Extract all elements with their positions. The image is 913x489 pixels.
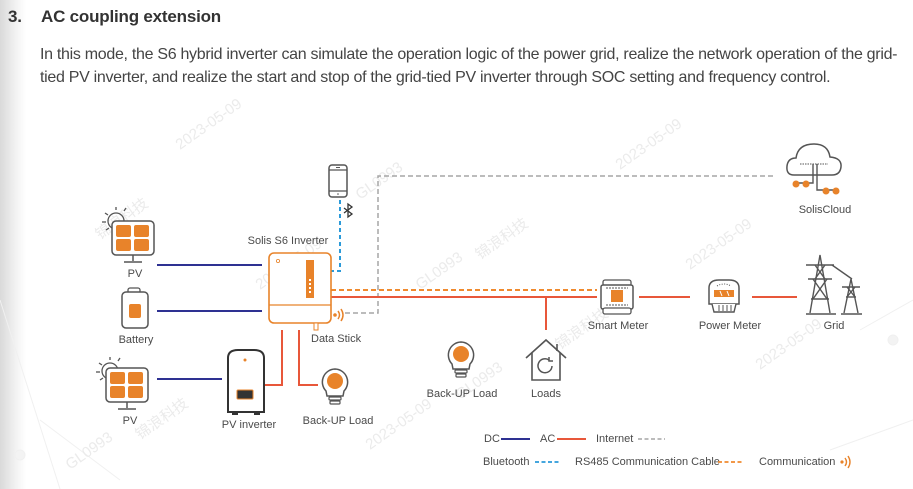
solar-panel-icon: [102, 207, 155, 263]
legend-communication-label: Communication: [759, 456, 835, 468]
section-number: 3.: [8, 7, 22, 26]
watermark-text: 2023-05-09: [363, 395, 436, 453]
bluetooth-icon: [343, 202, 354, 219]
legend: DC AC Internet Bluetooth RS485 Communica…: [483, 433, 851, 469]
smart-meter-icon: [600, 279, 634, 315]
legend-communication-icon: [840, 455, 851, 469]
loads-label: Loads: [531, 388, 561, 400]
watermark-text: 2023-05-09: [683, 215, 756, 273]
power-meter-label: Power Meter: [699, 320, 762, 332]
watermark-text: 锦浪科技: [473, 215, 532, 263]
house-loads-icon: [525, 338, 567, 381]
internet-line: [345, 175, 776, 314]
watermark-text: GL0993: [353, 159, 406, 204]
light-bulb-icon: [447, 341, 475, 378]
smart-meter-label: Smart Meter: [588, 320, 649, 332]
pv-inverter-label: PV inverter: [222, 419, 277, 431]
background-network-pattern: [0, 299, 913, 489]
data-stick-label: Data Stick: [311, 333, 362, 345]
backup-load-left-label: Back-UP Load: [303, 415, 374, 427]
battery-label: Battery: [119, 334, 154, 346]
cloud-icon: [786, 143, 842, 195]
legend-rs485-label: RS485 Communication Cable: [575, 456, 720, 468]
watermark-text: 2023-05-09: [613, 115, 686, 173]
ac-line-pv-inverter: [262, 330, 283, 386]
light-bulb-icon: [321, 368, 349, 405]
hybrid-inverter-icon: [268, 252, 332, 331]
legend-dc-label: DC: [484, 433, 500, 445]
power-grid-tower-icon: [806, 254, 862, 315]
dc-lines: [157, 264, 262, 380]
hybrid-inverter-label: Solis S6 Inverter: [248, 235, 329, 247]
power-meter-icon: [708, 279, 740, 313]
legend-internet-label: Internet: [596, 433, 633, 445]
section-heading: 3. AC coupling extension: [8, 7, 221, 27]
pv-inverter-icon: [227, 349, 265, 415]
data-stick-signal-icon: [333, 308, 344, 322]
watermark-text: 2023-05-09: [173, 95, 246, 153]
pv-top-label: PV: [128, 268, 143, 280]
cloud-label: SolisCloud: [799, 204, 852, 216]
legend-ac-label: AC: [540, 433, 555, 445]
watermark-text: 2023-05-09: [753, 315, 826, 373]
grid-label: Grid: [824, 320, 845, 332]
section-paragraph: In this mode, the S6 hybrid inverter can…: [40, 46, 898, 86]
legend-bluetooth-label: Bluetooth: [483, 456, 529, 468]
watermark-text: GL0993: [63, 429, 116, 474]
ac-line-backup-load: [298, 330, 318, 386]
bluetooth-line: [330, 195, 341, 272]
battery-icon: [121, 287, 149, 329]
smartphone-icon: [328, 164, 348, 198]
section-title: AC coupling extension: [41, 7, 221, 26]
solar-panel-icon: [96, 357, 149, 410]
pv-bottom-label: PV: [123, 415, 138, 427]
page-edge-shadow: [0, 0, 26, 489]
backup-load-mid-label: Back-UP Load: [427, 388, 498, 400]
ac-lines: [262, 296, 797, 386]
watermark-text: GL0993: [413, 249, 466, 294]
